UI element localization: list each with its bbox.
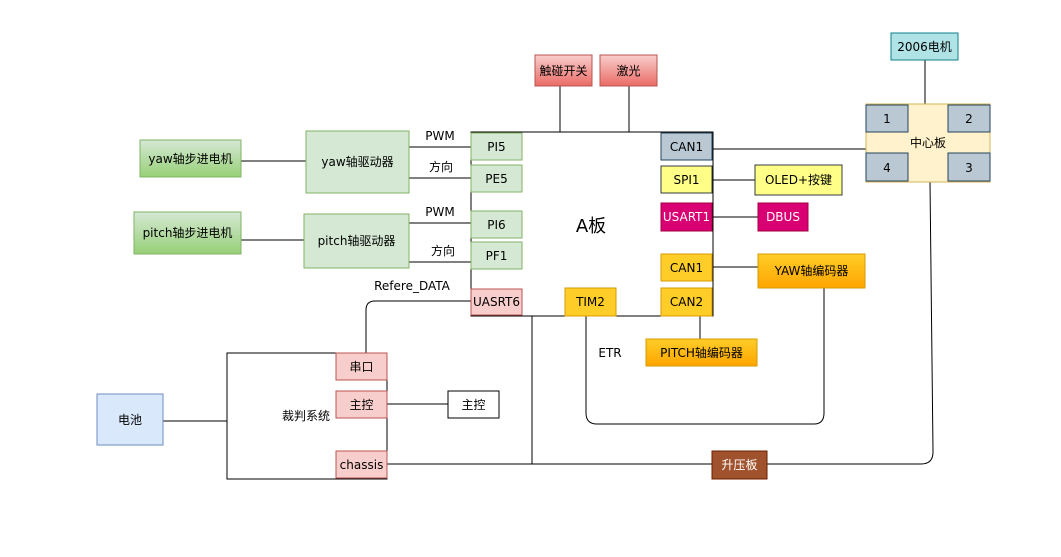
port-spi1: SPI1 [660, 165, 713, 194]
pf1-label: PF1 [486, 249, 508, 263]
uasrt6-label: UASRT6 [473, 295, 520, 309]
main-control-port-label: 主控 [349, 398, 373, 412]
edge-label-pwm-2: PWM [425, 205, 454, 219]
main-control-label: 主控 [461, 398, 485, 412]
center-board-port-4: 4 [865, 152, 909, 182]
laser-label: 激光 [616, 64, 640, 78]
cb-port-3-label: 3 [965, 161, 973, 175]
center-board-port-3: 3 [947, 152, 991, 182]
pitch-encoder-label: PITCH轴编码器 [660, 345, 743, 360]
chassis-port-label: chassis [340, 458, 384, 472]
cb-port-2-label: 2 [965, 112, 973, 126]
port-main-control: 主控 [335, 390, 388, 419]
pitch-stepper-motor-label: pitch轴步进电机 [143, 225, 233, 240]
node-center-board: 中心板 1 2 4 3 [865, 103, 991, 183]
node-pitch-encoder: PITCH轴编码器 [645, 338, 758, 367]
yaw-encoder-label: YAW轴编码器 [774, 263, 849, 278]
port-can1-mid: CAN1 [660, 253, 713, 282]
tim2-label: TIM2 [575, 295, 605, 309]
port-pf1: PF1 [470, 241, 523, 270]
port-can1-top: CAN1 [660, 132, 713, 161]
edge-label-direction-1: 方向 [429, 159, 453, 174]
node-boost-board: 升压板 [711, 450, 768, 480]
referee-system-label: 裁判系统 [282, 409, 330, 423]
connectors [163, 60, 934, 465]
pitch-driver-label: pitch轴驱动器 [318, 233, 396, 248]
edge-label-refere-data: Refere_DATA [374, 279, 451, 293]
node-yaw-stepper-motor: yaw轴步进电机 [139, 139, 242, 178]
yaw-stepper-motor-label: yaw轴步进电机 [148, 151, 232, 166]
port-tim2: TIM2 [564, 287, 617, 317]
center-board-port-1: 1 [865, 104, 909, 133]
yaw-driver-label: yaw轴驱动器 [321, 154, 393, 169]
port-serial: 串口 [335, 352, 388, 381]
edge-uasrt6-serial [365, 300, 471, 353]
can2-label: CAN2 [670, 295, 703, 309]
can1-top-label: CAN1 [670, 140, 703, 154]
node-battery: 电池 [96, 393, 164, 446]
node-yaw-encoder: YAW轴编码器 [757, 253, 866, 289]
oled-keys-label: OLED+按键 [765, 173, 832, 187]
edge-label-direction-2: 方向 [431, 243, 455, 258]
port-pe5: PE5 [470, 164, 523, 193]
edge-boost-center-board [767, 181, 934, 465]
pi6-label: PI6 [487, 218, 505, 232]
node-yaw-driver: yaw轴驱动器 [305, 130, 410, 194]
edge-label-etr: ETR [598, 346, 621, 360]
node-laser: 激光 [599, 54, 658, 87]
port-can2: CAN2 [660, 287, 713, 317]
edge-label-pwm-1: PWM [425, 129, 454, 143]
dbus-label: DBUS [766, 210, 800, 224]
port-usart1: USART1 [660, 202, 713, 232]
edge-tim2-etr-yaw-encoder [585, 288, 825, 425]
center-board-label: 中心板 [910, 135, 946, 150]
node-main-control: 主控 [447, 390, 500, 419]
cb-port-4-label: 4 [883, 161, 891, 175]
node-2006-motor: 2006电机 [890, 32, 959, 61]
pi5-label: PI5 [487, 140, 505, 154]
port-pi5: PI5 [470, 132, 523, 161]
spi1-label: SPI1 [673, 173, 699, 187]
can1-mid-label: CAN1 [670, 261, 703, 275]
node-pitch-stepper-motor: pitch轴步进电机 [133, 211, 242, 255]
pe5-label: PE5 [485, 172, 507, 186]
node-pitch-driver: pitch轴驱动器 [303, 213, 410, 269]
motor-2006-label: 2006电机 [897, 40, 952, 54]
a-board-label: A板 [576, 216, 606, 237]
cb-port-1-label: 1 [883, 112, 891, 126]
touch-switch-label: 触碰开关 [539, 64, 587, 78]
port-chassis: chassis [335, 450, 388, 479]
port-uasrt6: UASRT6 [470, 288, 523, 316]
port-pi6: PI6 [470, 210, 523, 239]
boost-board-label: 升压板 [721, 458, 757, 472]
center-board-port-2: 2 [947, 104, 991, 133]
serial-port-label: 串口 [349, 360, 373, 374]
usart1-label: USART1 [663, 210, 710, 224]
node-dbus: DBUS [757, 202, 809, 232]
battery-label: 电池 [118, 413, 142, 427]
node-touch-switch: 触碰开关 [534, 54, 593, 87]
node-oled-keys: OLED+按键 [754, 164, 843, 196]
